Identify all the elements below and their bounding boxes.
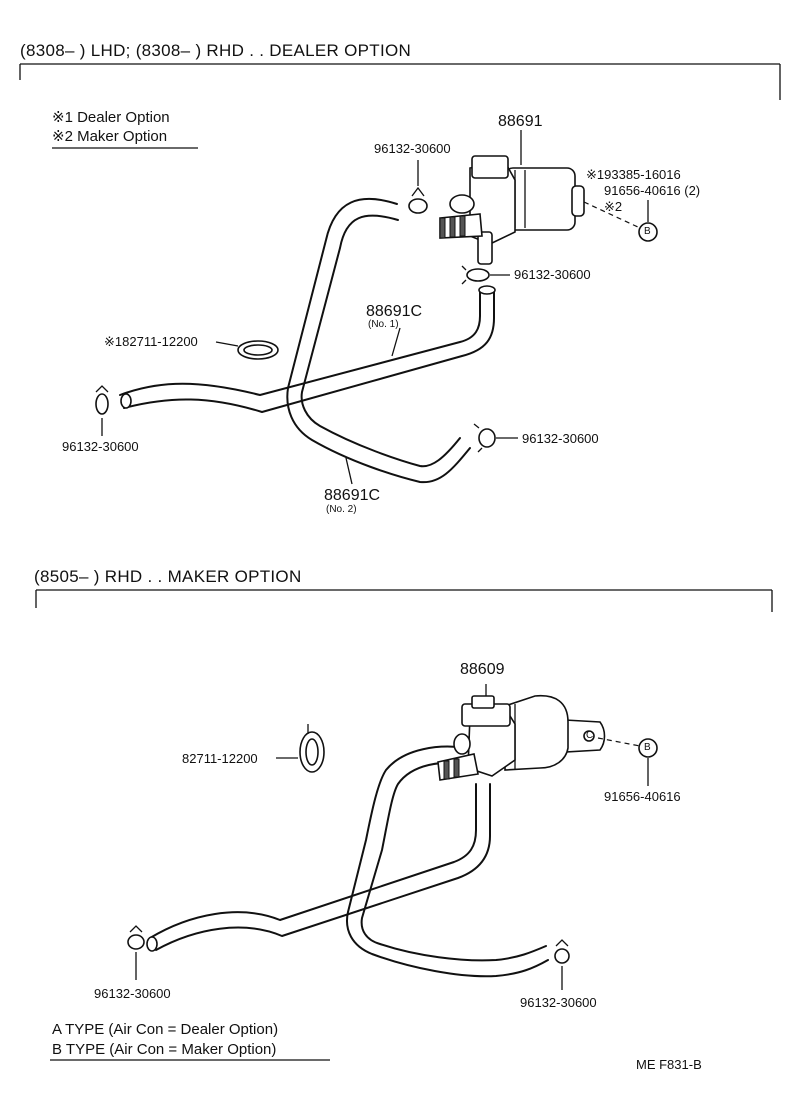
hose-no1 (119, 285, 496, 413)
footer-type-a: A TYPE (Air Con = Dealer Option) (52, 1021, 279, 1038)
section1-frame (19, 63, 781, 100)
label-clamp-right-lower: 96132-30600 (522, 431, 599, 446)
footer-type-b: B TYPE (Air Con = Maker Option) (52, 1041, 277, 1058)
bolt-graphic (583, 200, 658, 242)
label-hose-no1: 88691C (366, 303, 423, 320)
label-hose-no2: 88691C (324, 487, 381, 504)
label-bolt-s2: 91656-40616 (604, 789, 681, 804)
clamp-left-graphic (95, 385, 109, 436)
ref-b-section2: B (644, 742, 651, 753)
bolt-s2-graphic (597, 737, 658, 786)
clamp-right-lower-graphic (473, 423, 518, 453)
label-band: ※182711-12200 (104, 334, 198, 349)
clamp-right-s2-graphic (554, 939, 570, 990)
label-clamp-left-s2: 96132-30600 (94, 986, 171, 1001)
band-82711-graphic (276, 724, 325, 773)
hose-no2-leader (345, 457, 353, 485)
valve-88609 (437, 684, 606, 781)
label-clamp-right-s2: 96132-30600 (520, 995, 597, 1010)
ref-c: C (586, 730, 594, 741)
label-clamp-top: 96132-30600 (374, 141, 451, 156)
figure-code: ME F831-B (636, 1057, 702, 1072)
section2-frame (35, 589, 773, 612)
label-bolt-note: ※2 (604, 199, 623, 214)
section1-header: (8308– ) LHD; (8308– ) RHD . . DEALER OP… (20, 41, 412, 60)
section2-header: (8505– ) RHD . . MAKER OPTION (34, 567, 302, 586)
hose-no1-leader (391, 327, 401, 357)
label-hose-no2-sub: (No. 2) (326, 504, 357, 515)
valve-88691 (439, 130, 585, 265)
label-hose-no1-sub: (No. 1) (368, 319, 399, 330)
label-valve-88691: 88691 (498, 113, 543, 130)
hose-lower-long (346, 745, 549, 978)
label-bolt: 91656-40616 (2) (604, 183, 701, 198)
label-clamp-left: 96132-30600 (62, 439, 139, 454)
legend-dealer-option: ※1 Dealer Option (52, 109, 170, 126)
label-clamp-right-upper: 96132-30600 (514, 267, 591, 282)
clamp-top-graphic (408, 160, 428, 214)
label-bolt-ref: ※193385-16016 (586, 167, 681, 182)
hose-lower-short (146, 783, 491, 952)
hose-no2 (286, 197, 471, 484)
clamp-left-s2-graphic (127, 925, 145, 980)
band-graphic (215, 340, 279, 360)
ref-b-section1: B (644, 226, 651, 237)
label-valve-88609: 88609 (460, 661, 505, 678)
clamp-right-upper-graphic (461, 265, 510, 285)
legend-maker-option: ※2 Maker Option (52, 128, 168, 145)
label-band-82711: 82711-12200 (182, 751, 258, 766)
